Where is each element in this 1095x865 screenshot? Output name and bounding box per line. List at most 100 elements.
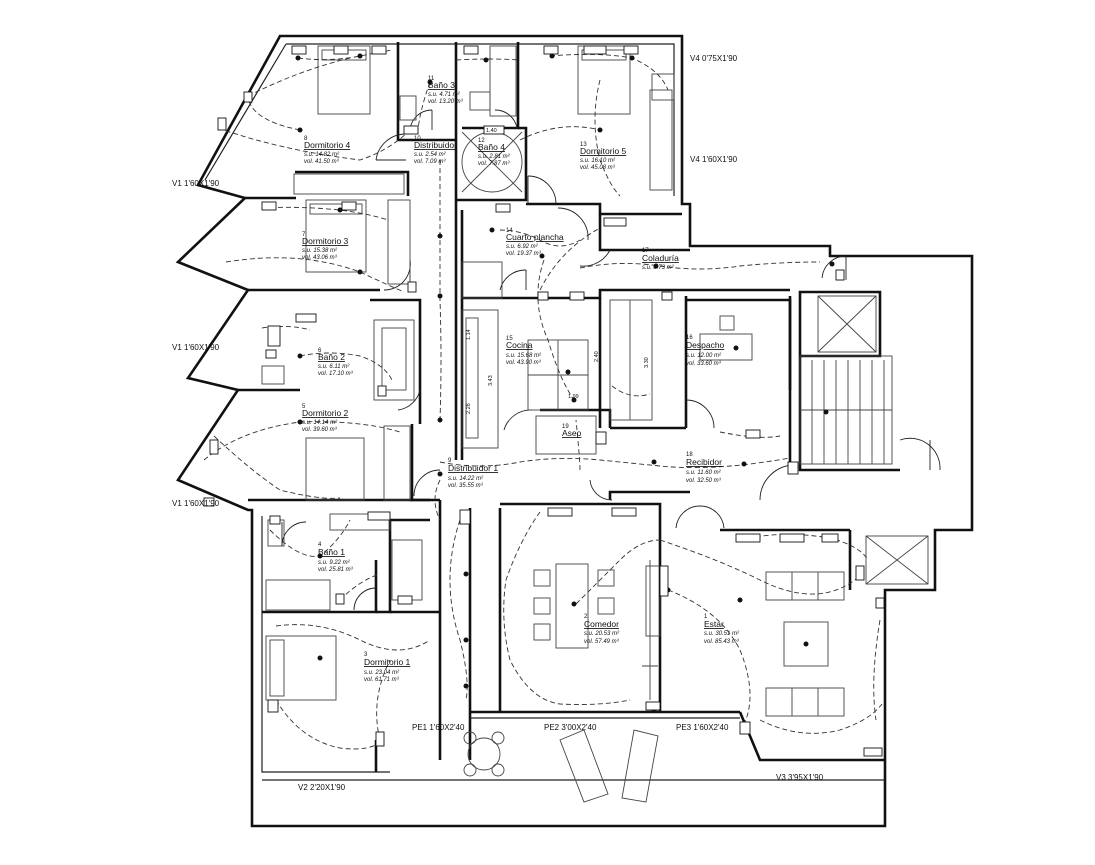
svg-text:Cuarto plancha: Cuarto plancha	[506, 232, 564, 242]
svg-text:vol. 57.49 m³: vol. 57.49 m³	[584, 639, 620, 645]
svg-text:Dormitorio 4: Dormitorio 4	[304, 140, 351, 150]
svg-text:s.u. 9.22 m²: s.u. 9.22 m²	[318, 560, 351, 566]
svg-text:Aseo: Aseo	[562, 428, 582, 438]
room-despacho: 16 Despacho s.u. 12.00 m² vol. 33.60 m³	[686, 335, 725, 367]
svg-text:s.u. 20.53 m²: s.u. 20.53 m²	[584, 631, 620, 637]
svg-text:Cocina: Cocina	[506, 340, 533, 350]
svg-text:Dormitorio 2: Dormitorio 2	[302, 408, 349, 418]
window-label-v4: V4 1'60X1'90	[690, 155, 738, 164]
svg-text:15: 15	[506, 336, 513, 342]
svg-text:Baño 3: Baño 3	[428, 80, 455, 90]
room-dormitorio-4: 8 Dormitorio 4 s.u. 14.82 m² vol. 41.50 …	[304, 136, 351, 165]
svg-text:vol. 7.87 m³: vol. 7.87 m³	[478, 161, 510, 167]
svg-text:Dormitorio 3: Dormitorio 3	[302, 236, 349, 246]
svg-text:11: 11	[428, 76, 435, 82]
svg-text:Dormitorio 5: Dormitorio 5	[580, 146, 627, 156]
svg-text:s.u. 14.82 m²: s.u. 14.82 m²	[304, 152, 340, 158]
svg-text:vol. 19.37 m³: vol. 19.37 m³	[506, 251, 542, 257]
room-coladuria: 17 Coladuría s.u. 8.73 m²	[642, 248, 679, 271]
electrical-wiring	[203, 49, 883, 750]
dim-1-99: 1.99	[568, 394, 579, 400]
dim-3-30: 3.30	[644, 357, 650, 368]
svg-text:2: 2	[584, 614, 588, 620]
svg-text:s.u. 15.38 m²: s.u. 15.38 m²	[302, 248, 338, 254]
svg-text:17: 17	[642, 248, 649, 254]
window-labels: V4 0'75X1'90 V4 1'60X1'90 V1 1'60X1'90 V…	[172, 54, 824, 792]
interior-walls	[236, 42, 900, 772]
window-label-pe1: PE1 1'60X2'40	[412, 723, 465, 732]
svg-text:s.u. 2.81 m²: s.u. 2.81 m²	[478, 154, 511, 160]
svg-text:Comedor: Comedor	[584, 619, 619, 629]
room-bano-4: 12 Baño 4 s.u. 2.81 m² vol. 7.87 m³	[478, 138, 511, 167]
svg-text:8: 8	[304, 136, 308, 142]
room-distribuidor: 10 Distribuidor s.u. 2.54 m² vol. 7.09 m…	[414, 136, 457, 165]
room-labels: 8 Dormitorio 4 s.u. 14.82 m² vol. 41.50 …	[302, 76, 740, 683]
electrical-symbols	[203, 45, 885, 757]
room-bano-1: 4 Baño 1 s.u. 9.22 m² vol. 25.81 m³	[318, 542, 354, 573]
dim-1-14: 1.14	[466, 329, 472, 340]
window-label-v1-top: V1 1'60X1'90	[172, 179, 220, 188]
svg-text:s.u. 4.71 m²: s.u. 4.71 m²	[428, 92, 461, 98]
svg-text:s.u. 11.60 m²: s.u. 11.60 m²	[686, 470, 722, 476]
svg-text:vol. 13.20 m³: vol. 13.20 m³	[428, 99, 464, 105]
svg-text:s.u. 14.14 m²: s.u. 14.14 m²	[302, 420, 338, 426]
svg-text:s.u. 6.11 m²: s.u. 6.11 m²	[318, 364, 350, 370]
svg-text:3: 3	[364, 652, 368, 658]
svg-text:19: 19	[562, 424, 569, 430]
svg-text:s.u. 14.22 m²: s.u. 14.22 m²	[448, 476, 484, 482]
svg-text:vol. 41.50 m³: vol. 41.50 m³	[304, 159, 340, 165]
svg-text:Baño 2: Baño 2	[318, 352, 345, 362]
svg-text:10: 10	[414, 136, 421, 142]
room-recibidor: 18 Recibidor s.u. 11.60 m² vol. 32.50 m³	[686, 452, 722, 484]
svg-text:16: 16	[686, 335, 693, 341]
svg-text:vol. 32.50 m³: vol. 32.50 m³	[686, 478, 722, 484]
room-dormitorio-3: 7 Dormitorio 3 s.u. 15.38 m² vol. 43.06 …	[302, 232, 349, 261]
exterior-walls	[175, 34, 974, 828]
svg-text:vol. 43.06 m³: vol. 43.06 m³	[302, 255, 338, 261]
room-bano-2: 6 Baño 2 s.u. 6.11 m² vol. 17.10 m³	[318, 348, 354, 377]
svg-text:9: 9	[448, 458, 452, 464]
svg-text:5: 5	[302, 404, 306, 410]
dim-1-40: 1.40	[486, 128, 497, 134]
svg-text:Coladuría: Coladuría	[642, 253, 679, 263]
room-estar: 1 Estar s.u. 30.51 m² vol. 85.43 m³	[704, 614, 740, 645]
svg-text:Baño 4: Baño 4	[478, 142, 505, 152]
svg-text:7: 7	[302, 232, 306, 238]
room-dormitorio-5: 13 Dormitorio 5 s.u. 16.10 m² vol. 45.08…	[580, 142, 627, 171]
room-distribuidor-1: 9 Distribuidor 1 s.u. 14.22 m² vol. 35.5…	[448, 458, 498, 489]
svg-text:Despacho: Despacho	[686, 340, 725, 350]
dimension-labels: 1.40 1.14 3.43 2.28 1.99 2.40 3.30	[466, 128, 650, 414]
svg-text:Recibidor: Recibidor	[686, 457, 722, 467]
window-label-v1-mid: V1 1'60X1'90	[172, 343, 220, 352]
svg-text:vol. 7.09 m³: vol. 7.09 m³	[414, 159, 446, 165]
svg-text:vol. 45.08 m³: vol. 45.08 m³	[580, 165, 616, 171]
window-label-pe2: PE2 3'00X2'40	[544, 723, 597, 732]
svg-text:13: 13	[580, 142, 587, 148]
svg-text:Distribuidor 1: Distribuidor 1	[448, 463, 498, 473]
room-dormitorio-2: 5 Dormitorio 2 s.u. 14.14 m² vol. 39.60 …	[302, 404, 349, 433]
svg-text:s.u. 15.68 m²: s.u. 15.68 m²	[506, 353, 542, 359]
dim-3-43: 3.43	[488, 375, 494, 386]
svg-text:vol. 35.55 m³: vol. 35.55 m³	[448, 483, 484, 489]
svg-text:14: 14	[506, 228, 513, 234]
room-bano-3: 11 Baño 3 s.u. 4.71 m² vol. 13.20 m³	[428, 76, 464, 105]
doors	[281, 109, 941, 611]
svg-text:vol. 39.60 m³: vol. 39.60 m³	[302, 427, 338, 433]
window-label-pe3: PE3 1'60X2'40	[676, 723, 729, 732]
room-cuarto-plancha: 14 Cuarto plancha s.u. 6.92 m² vol. 19.3…	[506, 228, 564, 257]
dim-2-40: 2.40	[594, 351, 600, 362]
window-label-v2: V2 2'20X1'90	[298, 783, 346, 792]
window-label-v1-bottom: V1 1'60X1'90	[172, 499, 220, 508]
svg-text:vol. 33.60 m³: vol. 33.60 m³	[686, 361, 722, 367]
svg-text:s.u. 12.00 m²: s.u. 12.00 m²	[686, 353, 722, 359]
svg-text:6: 6	[318, 348, 322, 354]
svg-text:s.u. 30.51 m²: s.u. 30.51 m²	[704, 631, 740, 637]
room-aseo: 19 Aseo	[562, 424, 582, 438]
svg-text:vol. 43.90 m³: vol. 43.90 m³	[506, 360, 542, 366]
svg-text:1: 1	[704, 614, 708, 620]
svg-text:s.u. 8.73 m²: s.u. 8.73 m²	[642, 265, 675, 271]
room-dormitorio-1: 3 Dormitorio 1 s.u. 23.04 m² vol. 61.71 …	[364, 652, 411, 683]
room-cocina: 15 Cocina s.u. 15.68 m² vol. 43.90 m³	[506, 336, 542, 366]
window-label-v3: V3 3'95X1'90	[776, 773, 824, 782]
